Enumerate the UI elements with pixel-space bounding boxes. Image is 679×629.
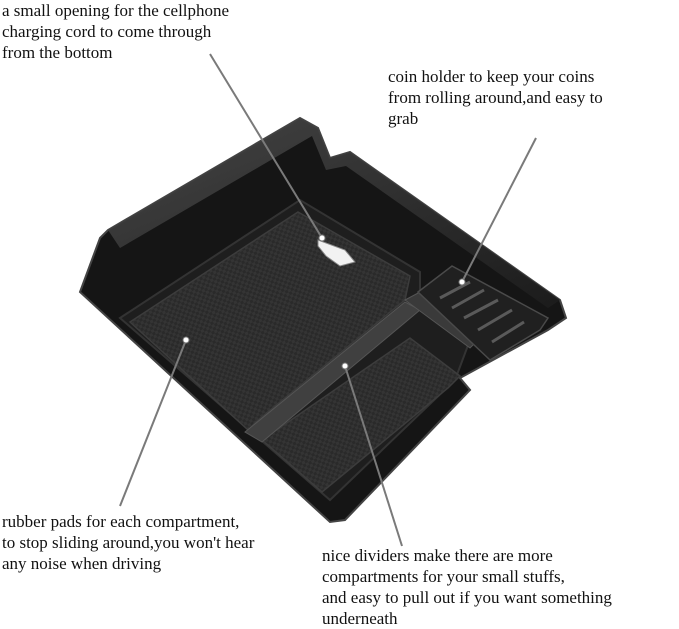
coin-slots — [439, 280, 525, 344]
leader-line-dividers — [344, 365, 403, 547]
leader-line-rubber — [119, 339, 187, 507]
caption-coin-holder: coin holder to keep your coins from roll… — [388, 67, 603, 128]
caption-cord-opening: a small opening for the cellphone chargi… — [2, 1, 230, 62]
leader-line-coin — [461, 137, 537, 283]
leader-dots — [182, 234, 466, 370]
tray-rim — [108, 118, 560, 308]
leader-line-opening — [209, 53, 323, 239]
leader-lines — [119, 53, 537, 547]
caption-rubber-pads: rubber pads for each compartment, to sto… — [2, 512, 255, 573]
charging-cord-opening — [317, 239, 356, 267]
coin-holder — [416, 265, 550, 361]
caption-dividers: nice dividers make there are more compar… — [322, 546, 612, 628]
